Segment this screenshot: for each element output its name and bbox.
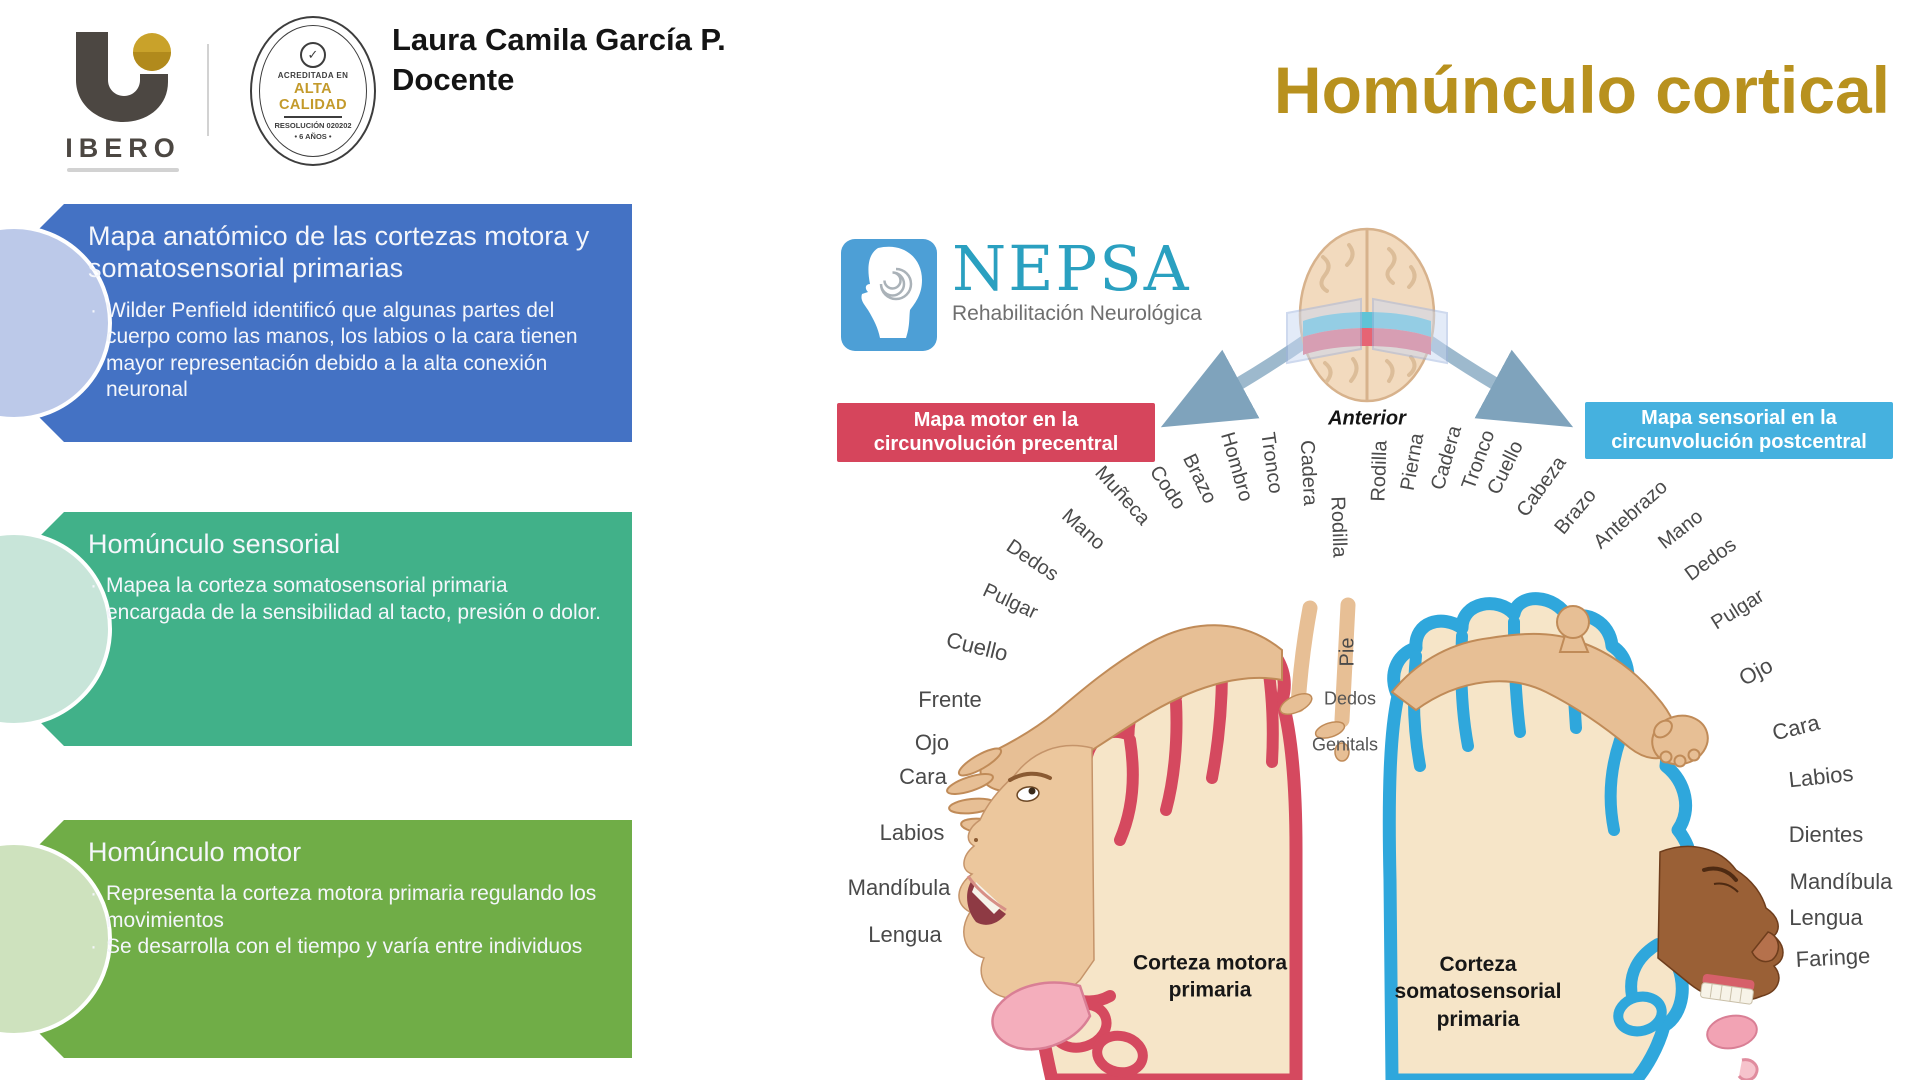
body-part-label: Rodilla xyxy=(1367,440,1392,502)
bullet-item: ·Representa la corteza motora primaria r… xyxy=(90,882,597,932)
seal-resolution: RESOLUCIÓN 020202 xyxy=(274,120,352,130)
homunculus-artwork xyxy=(946,227,1784,1080)
body-part-label: Ojo xyxy=(914,730,950,755)
sensory-arm xyxy=(1390,605,1709,768)
seal-years: • 6 AÑOS • xyxy=(294,131,332,141)
body-part-label: Faringe xyxy=(1795,943,1871,972)
nepsa-logo: NEPSA Rehabilitación Neurológica xyxy=(840,238,1202,352)
motor-map-banner: Mapa motor en la circunvolución precentr… xyxy=(837,403,1155,462)
sensory-map-banner: Mapa sensorial en la circunvolución post… xyxy=(1585,402,1893,459)
body-part-label: Rodilla xyxy=(1326,496,1351,558)
body-part-label: Lengua xyxy=(1789,905,1863,930)
body-part-label: Lengua xyxy=(868,922,942,947)
ibero-tagline xyxy=(67,168,179,172)
bullet-item: ·Se desarrolla con el tiempo y varía ent… xyxy=(90,935,583,959)
seal-check-icon: ✓ xyxy=(300,41,326,68)
nepsa-name: NEPSA xyxy=(952,232,1191,305)
seal-top-text: ACREDITADA EN xyxy=(277,70,349,80)
body-part-label: Cadera xyxy=(1295,439,1322,507)
author-block: Laura Camila García P. Docente xyxy=(392,20,726,99)
ibero-logo: IBERO xyxy=(60,28,186,172)
body-part-label: Frente xyxy=(918,687,982,712)
nepsa-subtitle: Rehabilitación Neurológica xyxy=(952,302,1202,325)
info-box-motor-homunculus: Homúnculo motor ·Representa la corteza m… xyxy=(0,820,632,1058)
info-box-anatomical-map: Mapa anatómico de las cortezas motora y … xyxy=(0,204,632,442)
ibero-logo-mark xyxy=(76,32,171,122)
body-part-label: Dedos xyxy=(1323,688,1377,709)
motor-face xyxy=(958,744,1095,1002)
info-box-title: Homúnculo motor xyxy=(88,837,302,867)
seal-divider xyxy=(284,115,342,118)
info-box-bullets: ·Representa la corteza motora primaria r… xyxy=(88,881,606,960)
body-part-label: Labios xyxy=(879,820,945,845)
nepsa-head-icon xyxy=(841,239,937,351)
accreditation-seal: ✓ ACREDITADA EN ALTA CALIDAD RESOLUCIÓN … xyxy=(250,16,376,166)
sensory-mouth-parts xyxy=(1700,973,1759,1080)
body-part-label: Pie xyxy=(1336,637,1359,667)
body-part-label: Cara xyxy=(899,764,947,789)
bullet-item: ·Mapea la corteza somatosensorial primar… xyxy=(90,574,601,624)
author-role: Docente xyxy=(392,61,515,97)
midline-legs xyxy=(1279,597,1356,762)
info-box-bullets: ·Wilder Penfield identificó que algunas … xyxy=(88,298,606,404)
sensory-face xyxy=(1657,845,1784,1002)
info-box-title: Mapa anatómico de las cortezas motora y … xyxy=(88,221,590,284)
body-part-label: Dientes xyxy=(1788,822,1864,847)
bullet-item: ·Wilder Penfield identificó que algunas … xyxy=(90,298,578,402)
body-part-label: Genitals xyxy=(1311,734,1379,755)
author-name: Laura Camila García P. xyxy=(392,22,726,57)
body-part-label: Mandíbula xyxy=(847,875,951,900)
info-box-sensory-homunculus: Homúnculo sensorial ·Mapea la corteza so… xyxy=(0,512,632,746)
info-box-title: Homúnculo sensorial xyxy=(88,529,341,559)
anterior-label: Anterior xyxy=(1328,407,1406,430)
info-box-bullets: ·Mapea la corteza somatosensorial primar… xyxy=(88,573,606,626)
body-part-label: Mandíbula xyxy=(1789,869,1893,894)
page-title: Homúnculo cortical xyxy=(1273,53,1890,127)
motor-tongue xyxy=(991,981,1092,1051)
brain-top-view xyxy=(1286,227,1448,403)
seal-main-text: ALTA CALIDAD xyxy=(278,80,348,113)
ibero-brand: IBERO xyxy=(65,133,181,163)
homunculus-diagram: NEPSA Rehabilitación Neurológica Mapa mo… xyxy=(680,180,1920,1080)
header-divider xyxy=(207,44,209,136)
